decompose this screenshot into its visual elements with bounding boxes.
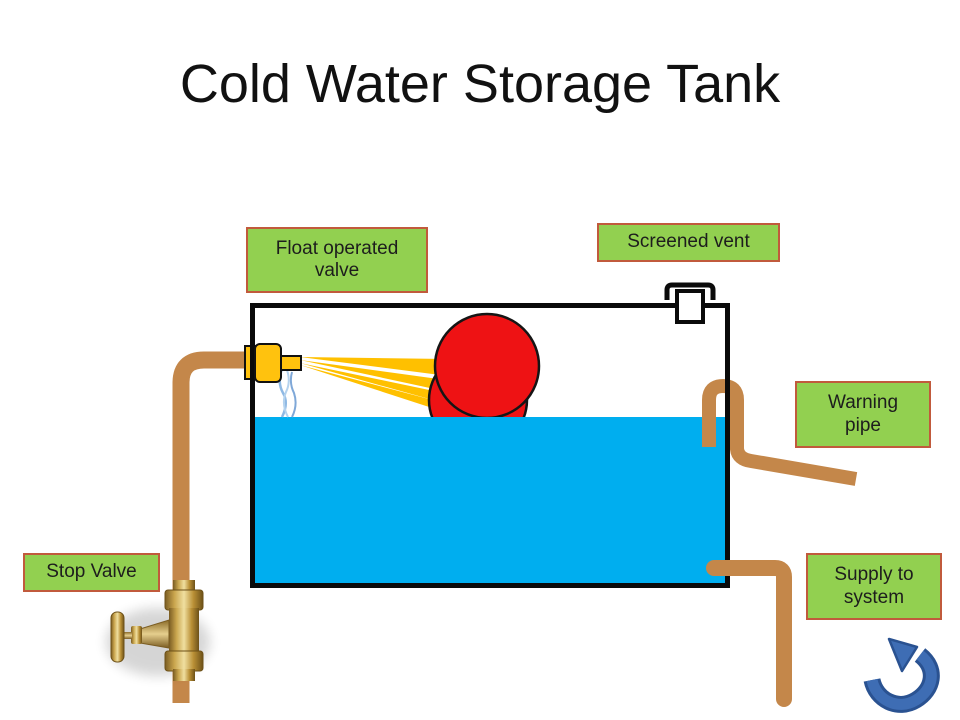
- label-text: Screened vent: [627, 231, 750, 253]
- water: [255, 417, 725, 583]
- tank-wall-segment: [725, 374, 730, 470]
- valve-collar: [173, 669, 195, 681]
- warning-pipe-graphic: [702, 378, 858, 486]
- valve-gland: [131, 626, 142, 644]
- supply-pipe: [706, 560, 792, 707]
- spray-ray: [300, 365, 463, 418]
- valve-collar: [173, 580, 195, 592]
- label-text: Stop Valve: [46, 561, 137, 583]
- label-screened-vent: Screened vent: [597, 223, 780, 262]
- valve-body: [254, 343, 282, 383]
- spray-ray: [300, 363, 458, 407]
- storage-tank: [250, 303, 730, 588]
- valve-stem: [122, 632, 132, 639]
- curved-return-arrow-icon: [863, 637, 940, 713]
- label-warning-pipe: Warning pipe: [795, 381, 931, 448]
- valve-body: [169, 608, 199, 653]
- rising-main-pipe: [172, 351, 253, 703]
- screened-vent-icon: [664, 282, 716, 324]
- tank-interior: [255, 312, 725, 583]
- float-valve-graphic: [244, 343, 302, 383]
- spray-ray: [300, 360, 453, 393]
- label-stop-valve: Stop Valve: [23, 553, 160, 592]
- label-supply-to-system: Supply to system: [806, 553, 942, 620]
- label-float-operated-valve: Float operated valve: [246, 227, 428, 293]
- valve-handle: [110, 611, 125, 663]
- valve-nozzle: [280, 355, 302, 371]
- spray-ray: [300, 357, 448, 376]
- tank-wall-segment: [250, 344, 255, 381]
- label-text: Supply to system: [834, 564, 914, 608]
- page-title: Cold Water Storage Tank: [179, 54, 781, 114]
- valve-nut: [164, 650, 204, 672]
- valve-nut: [164, 589, 204, 611]
- label-text: Float operated valve: [275, 237, 399, 281]
- label-text: Warning pipe: [827, 392, 899, 436]
- brass-stop-valve-icon: [106, 580, 210, 681]
- float-arm-spray: [300, 357, 463, 418]
